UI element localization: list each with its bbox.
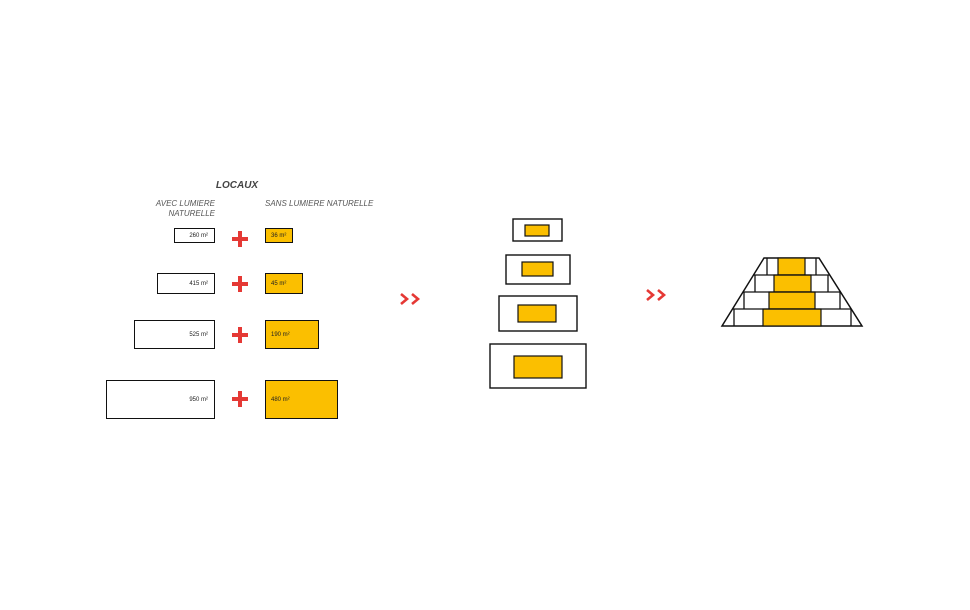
plus-icon <box>231 230 249 248</box>
area-label: 190 m² <box>271 331 290 338</box>
room-with-light-1: 260 m² <box>174 228 215 243</box>
nested-block-1 <box>512 218 563 242</box>
area-label: 36 m² <box>271 232 287 239</box>
room-with-light-2: 415 m² <box>157 273 215 294</box>
area-label: 415 m² <box>189 280 208 287</box>
nested-block-3 <box>498 295 578 332</box>
double-chevron-right-icon <box>400 293 421 305</box>
area-label: 45 m² <box>271 280 287 287</box>
room-without-light-2: 45 m² <box>265 273 303 294</box>
nested-block-4 <box>489 343 587 389</box>
plus-icon <box>231 275 249 293</box>
plus-icon <box>231 326 249 344</box>
room-without-light-3: 190 m² <box>265 320 319 349</box>
area-label: 950 m² <box>189 396 208 403</box>
area-label: 260 m² <box>189 232 208 239</box>
room-without-light-4: 480 m² <box>265 380 338 419</box>
area-label: 480 m² <box>271 396 290 403</box>
diagram-title: LOCAUX <box>215 180 259 191</box>
room-with-light-3: 525 m² <box>134 320 215 349</box>
plus-icon <box>231 390 249 408</box>
double-chevron-right-icon <box>646 289 667 301</box>
column-header-with-light: AVEC LUMIERE NATURELLE <box>155 199 215 218</box>
nested-block-2 <box>505 254 571 285</box>
area-label: 525 m² <box>189 331 208 338</box>
pyramid-diagram <box>720 257 864 327</box>
room-with-light-4: 950 m² <box>106 380 215 419</box>
room-without-light-1: 36 m² <box>265 228 293 243</box>
column-header-without-light: SANS LUMIERE NATURELLE <box>265 199 374 208</box>
